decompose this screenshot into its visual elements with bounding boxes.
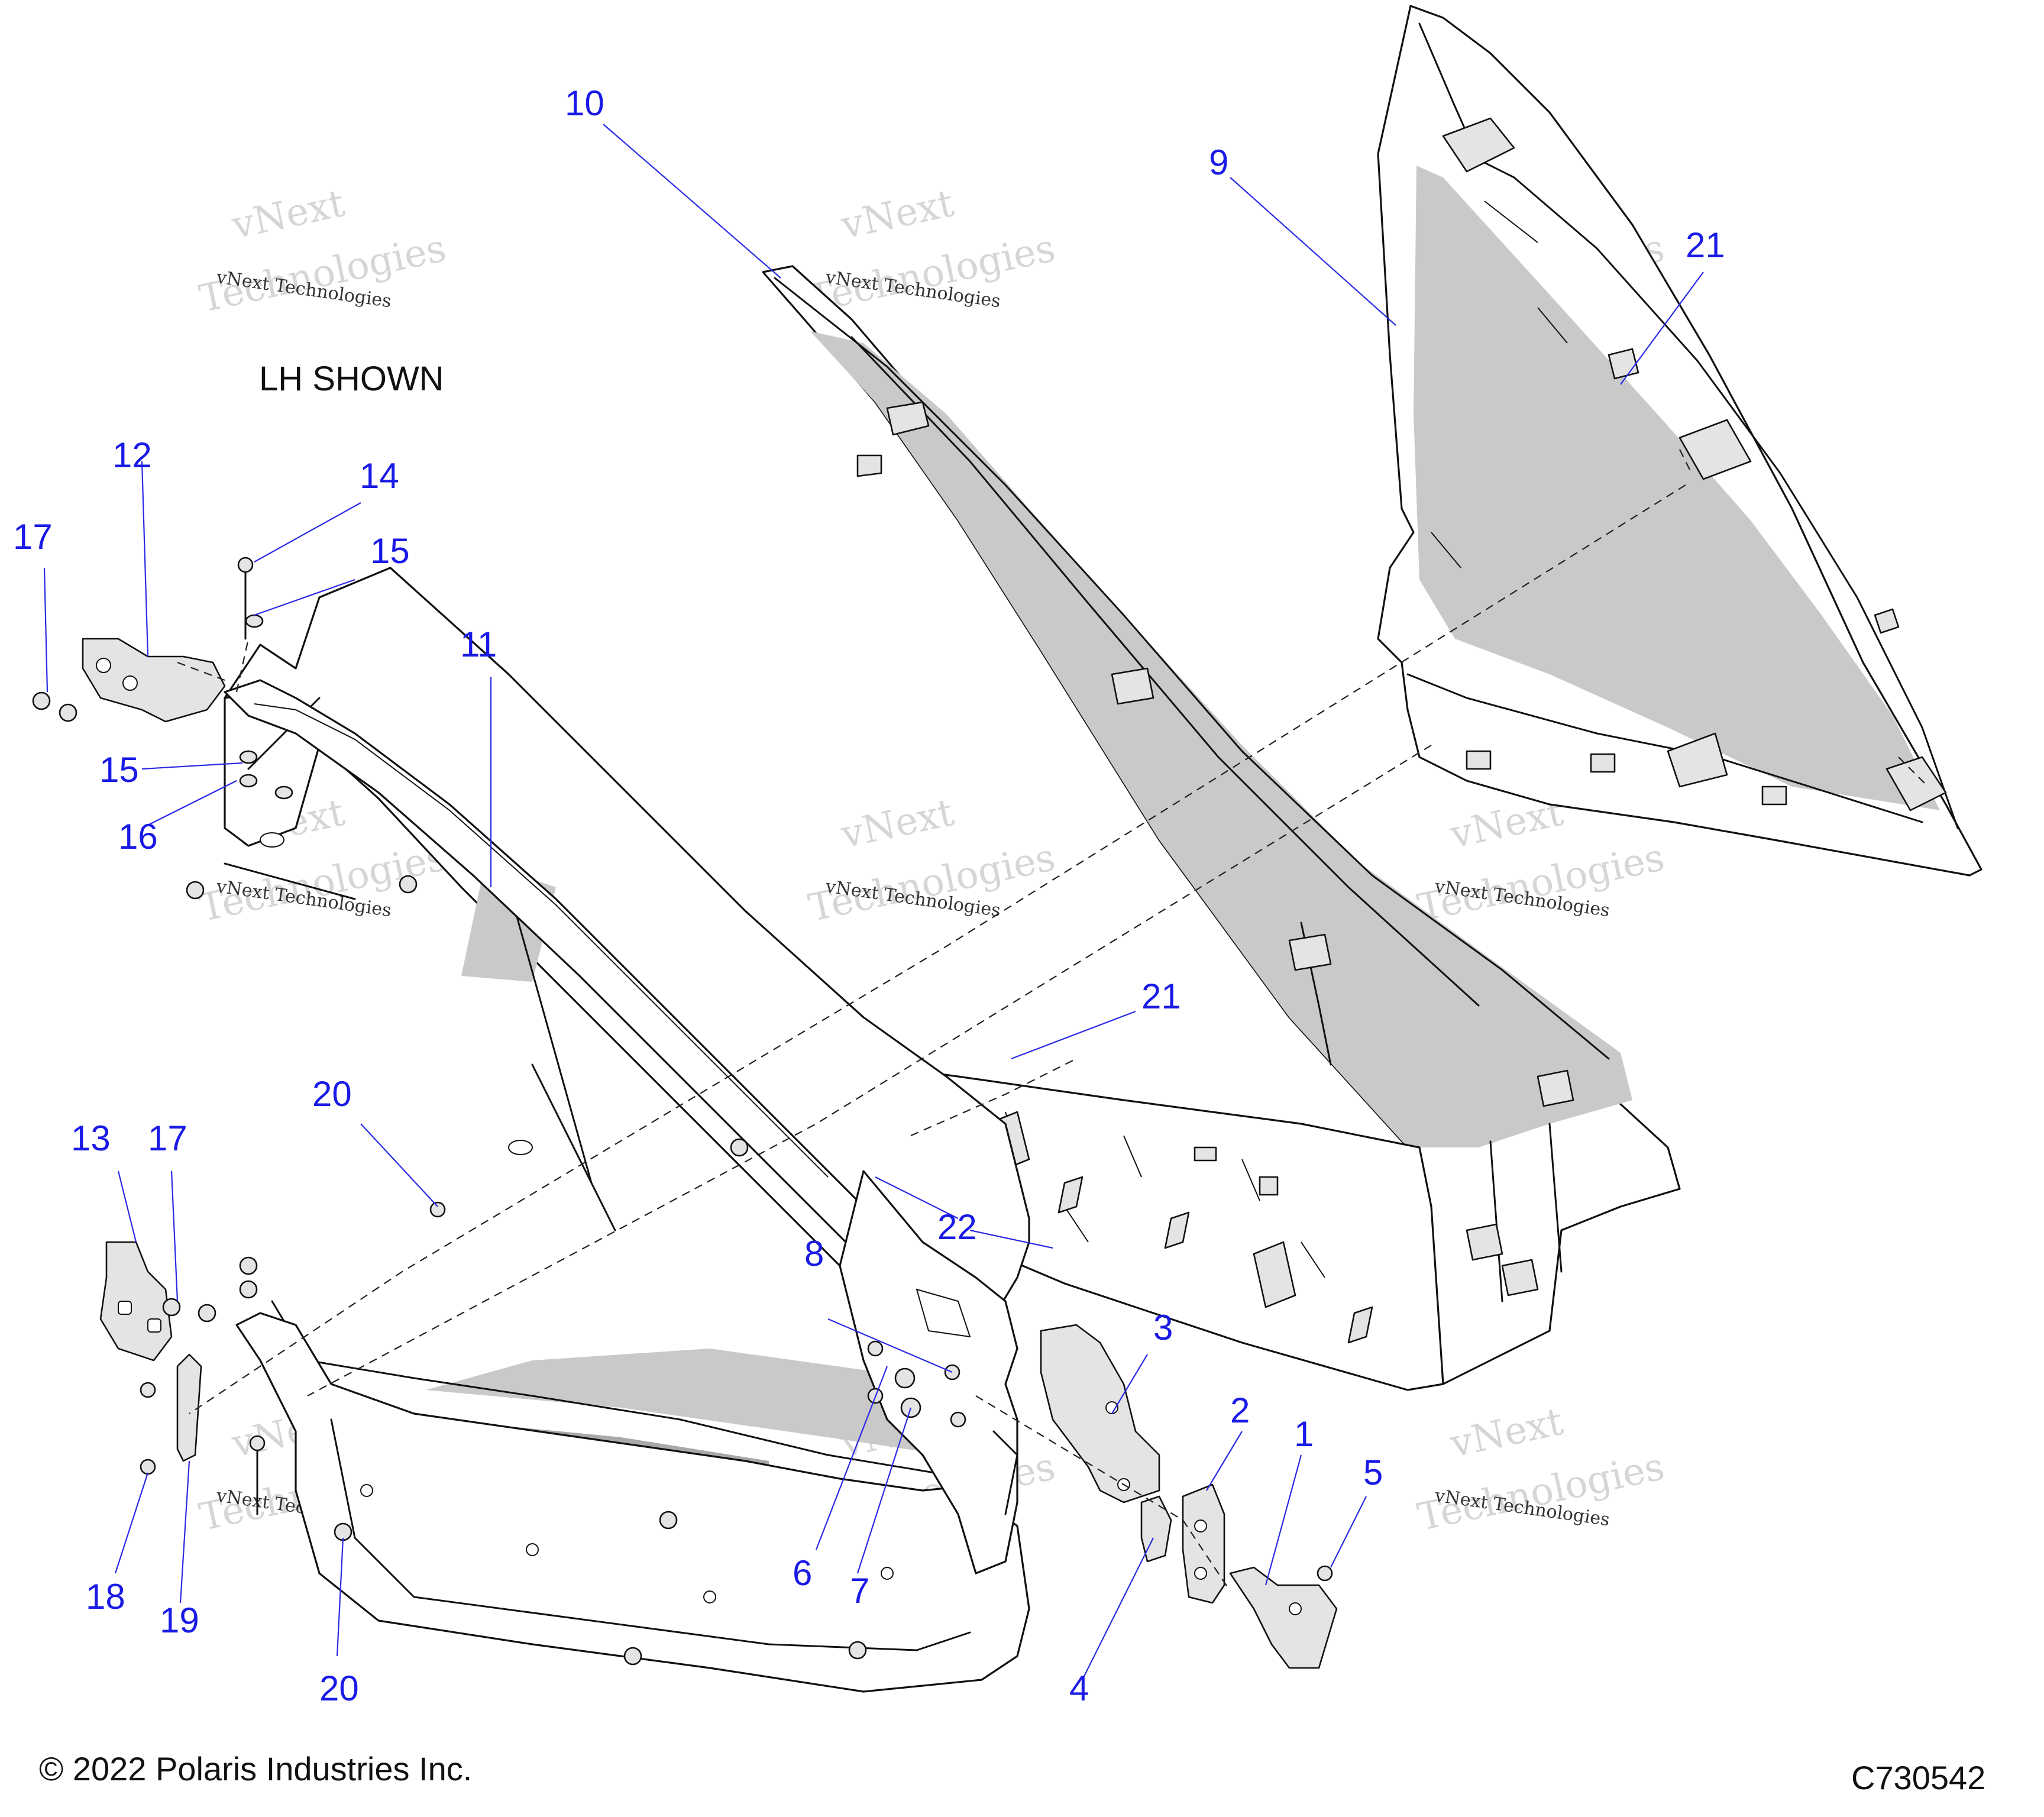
callout-6: 6 — [793, 1553, 812, 1593]
callout-22: 22 — [937, 1207, 977, 1247]
callout-5: 5 — [1363, 1453, 1383, 1492]
callout-16: 16 — [118, 817, 158, 856]
callout-3: 3 — [1153, 1308, 1173, 1347]
callout-21-upper: 21 — [1686, 225, 1725, 265]
callout-15-upper: 15 — [370, 531, 410, 571]
callout-7: 7 — [850, 1571, 869, 1611]
callout-17-lower: 17 — [148, 1118, 187, 1158]
callout-10: 10 — [565, 83, 604, 123]
svg-text:vNext: vNext — [1446, 1400, 1567, 1467]
copyright-text: © 2022 Polaris Industries Inc. — [39, 1750, 472, 1787]
callout-4: 4 — [1069, 1669, 1089, 1708]
callout-12: 12 — [112, 435, 152, 475]
callout-18: 18 — [86, 1577, 125, 1616]
callout-17-upper: 17 — [13, 517, 53, 557]
callout-21-lower: 21 — [1141, 977, 1181, 1016]
callout-1: 1 — [1294, 1414, 1314, 1454]
callout-20-upper: 20 — [312, 1074, 352, 1114]
callout-8: 8 — [804, 1234, 824, 1273]
part-13-lower-hinge — [99, 1241, 173, 1362]
leader-lines — [43, 124, 1704, 1680]
part-9-upper-inner-panel — [1377, 5, 1982, 877]
assembly-lines — [177, 449, 1929, 1592]
callout-2: 2 — [1230, 1391, 1250, 1430]
part-11-lower-bracket — [235, 1312, 1030, 1693]
callout-15-lower: 15 — [99, 750, 139, 790]
svg-text:vNext: vNext — [837, 182, 958, 248]
part-3-striker-bracket — [1040, 1324, 1160, 1504]
callout-11: 11 — [460, 625, 497, 664]
figure-code: C730542 — [1851, 1759, 1985, 1796]
part-12-upper-hinge — [82, 638, 226, 723]
part-4-bracket — [1140, 1495, 1172, 1563]
callout-19: 19 — [160, 1601, 199, 1640]
svg-text:vNext: vNext — [837, 791, 958, 858]
part-2-latch — [1182, 1483, 1225, 1604]
callout-9: 9 — [1209, 143, 1228, 182]
callout-14: 14 — [360, 456, 399, 496]
callout-labels: 1 2 3 4 5 6 7 8 9 10 11 12 13 14 15 15 1… — [13, 83, 1725, 1708]
callout-13: 13 — [71, 1118, 111, 1158]
part-1-striker — [1229, 1566, 1338, 1669]
part-19-strap — [176, 1353, 202, 1462]
svg-text:vNext: vNext — [228, 182, 348, 248]
view-note: LH SHOWN — [259, 360, 444, 398]
callout-20-lower: 20 — [319, 1669, 359, 1708]
